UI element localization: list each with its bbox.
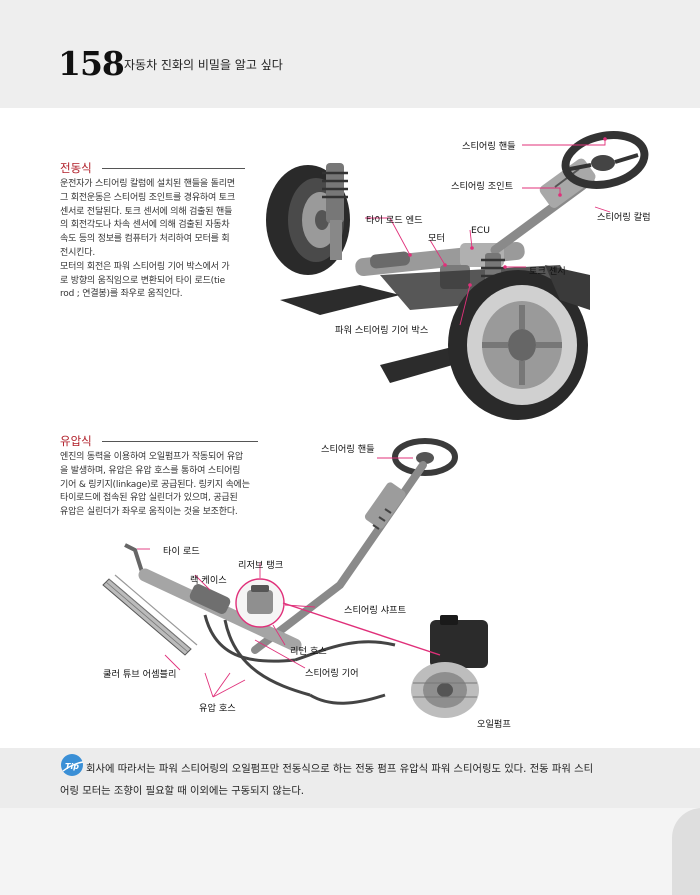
section-divider [102, 441, 258, 442]
body-line: 타이로드에 접속된 유압 실린더가 있으며, 공급된 [60, 493, 238, 504]
subframe-rear-arm [380, 345, 470, 383]
steering-column [490, 158, 596, 255]
callout-tie-rod-end: 타이 로드 엔드 [366, 215, 423, 226]
rack-case [138, 568, 302, 652]
electric-leader-lines [365, 139, 611, 326]
callout-steering-joint: 스티어링 조인트 [451, 181, 514, 192]
body-line: 모터의 회전은 파워 스티어링 기어 박스에서 가 [60, 261, 230, 272]
callout-gear-box: 파워 스티어링 기어 박스 [335, 325, 429, 336]
tip-box [0, 748, 700, 808]
footer-shade [0, 808, 700, 895]
body-line: 로 방향의 움직임으로 변환되어 타이 로드(tie [60, 275, 225, 286]
callout-cooler-tube: 쿨러 튜브 어셈블리 [103, 669, 177, 680]
reservoir-tank [235, 578, 285, 628]
tie-rod-shaft [124, 543, 145, 576]
callout-oil-pump: 오일펌프 [477, 719, 511, 730]
electric-leader-dots [408, 137, 607, 287]
section-body-hydraulic: 엔진의 동력을 이용하여 오일펌프가 작동되어 유압 을 발생하며, 유압은 유… [60, 451, 250, 520]
callout-steering-shaft: 스티어링 샤프트 [344, 605, 407, 616]
pressure-hoses [203, 614, 396, 705]
callout-steering-wheel-electric: 스티어링 핸들 [462, 141, 516, 152]
body-line: 엔진의 동력을 이용하여 오일펌프가 작동되어 유압 [60, 452, 243, 462]
body-line: 운전자가 스티어링 칼럼에 설치된 핸들을 돌리면 [60, 179, 235, 189]
callout-rack-case: 랙 케이스 [190, 575, 227, 586]
callout-steering-column: 스티어링 칼럼 [597, 212, 651, 223]
lower-control-arm [280, 285, 400, 315]
tip-text: 회사에 따라서는 파워 스티어링의 오일펌프만 전동식으로 하는 전동 펌프 유… [60, 758, 666, 802]
body-line: rod ; 연결봉)를 좌우로 움직인다. [60, 289, 183, 300]
callout-ecu: ECU [471, 225, 490, 236]
page-number: 158 [58, 44, 125, 83]
body-line: 유압은 실린더가 좌우로 움직이는 것을 보조한다. [60, 507, 238, 518]
left-strut [322, 163, 348, 260]
body-line: 의 회전각도나 차속 센서에 의해 검출된 자동차 [60, 220, 230, 231]
callout-motor: 모터 [428, 233, 445, 244]
tip-line: 회사에 따라서는 파워 스티어링의 오일펌프만 전동식으로 하는 전동 펌프 유… [86, 763, 594, 775]
section-heading-hydraulic-text: 유압식 [60, 434, 92, 448]
callout-torque-sensor: 토크 센서 [529, 266, 566, 277]
body-line: 기어 & 링키지(linkage)로 공급된다. 링키지 속에는 [60, 479, 250, 490]
callout-return-hose: 리턴 호스 [290, 646, 327, 657]
electric-steering-illustration [266, 131, 649, 420]
body-line: 속도 등의 정보를 컴퓨터가 처리하여 모터를 회 [60, 234, 230, 245]
steering-wheel [561, 131, 649, 189]
steering-shaft [251, 461, 427, 654]
callout-steering-wheel-hydraulic: 스티어링 핸들 [321, 444, 375, 455]
reservoir-pump-link [282, 602, 441, 656]
body-line: 센서로 전달된다. 토크 센서에 의해 검출된 핸들 [60, 206, 233, 217]
tip-line: 어링 모터는 조향이 필요할 때 이외에는 구동되지 않는다. [60, 785, 305, 797]
section-heading-electric-text: 전동식 [60, 161, 92, 175]
callout-pressure-hose: 유압 호스 [199, 703, 236, 714]
fender-liner [545, 265, 590, 310]
cooler-tube-assembly [102, 574, 198, 656]
oil-pump [411, 615, 488, 718]
section-body-electric: 운전자가 스티어링 칼럼에 설치된 핸들을 돌리면 그 회전운동은 스티어링 조… [60, 178, 235, 302]
front-right-wheel [448, 270, 588, 420]
section-divider [102, 168, 245, 169]
page-header [0, 0, 700, 108]
body-line: 을 발생하며, 유압은 유압 호스를 통하여 스티어링 [60, 465, 241, 476]
section-heading-hydraulic: 유압식 [60, 433, 258, 449]
tip-icon: Tip [61, 754, 84, 776]
body-line: 그 회전운동은 스티어링 조인트를 경유하여 토크 [60, 192, 235, 203]
footer-corner [672, 808, 700, 895]
body-line: 전시킨다. [60, 247, 95, 258]
tip-badge-text: Tip [65, 762, 79, 771]
book-title: 자동차 진화의 비밀을 알고 싶다 [124, 58, 283, 72]
hydraulic-steering-illustration [102, 438, 488, 718]
section-heading-electric: 전동식 [60, 160, 245, 176]
callout-reservoir-tank: 리저브 탱크 [238, 560, 284, 571]
callout-tie-rod: 타이 로드 [163, 546, 200, 557]
hydraulic-leader-lines [137, 457, 413, 698]
callout-steering-gear: 스티어링 기어 [305, 668, 359, 679]
steering-wheel [392, 438, 458, 476]
